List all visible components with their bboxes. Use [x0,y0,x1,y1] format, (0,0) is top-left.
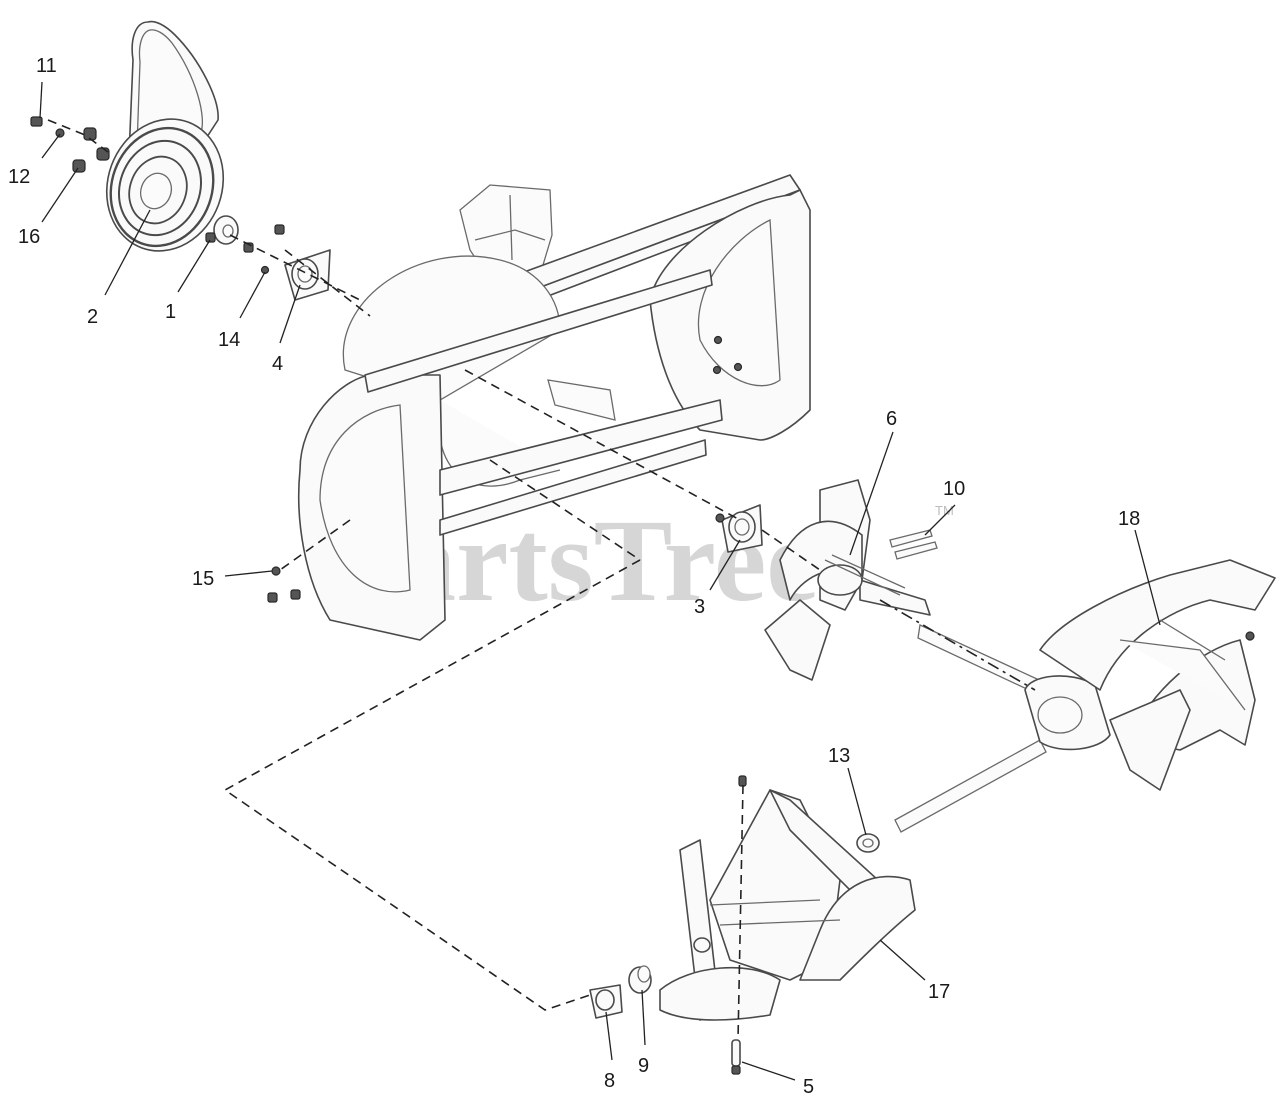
auger-left [589,775,916,1075]
callout-14: 14 [218,329,240,351]
pulley-assembly [30,20,331,301]
watermark-trademark: TM [935,503,954,518]
callout-4: 4 [272,353,283,375]
callout-1: 1 [165,301,176,323]
callout-17: 17 [928,981,950,1003]
callout-11: 11 [36,55,57,77]
callout-numbers: 11 12 16 2 1 14 4 6 10 18 15 3 13 17 8 9… [8,55,1140,1098]
auger-housing [297,174,811,641]
bearing-flange [715,504,763,553]
callout-6: 6 [886,408,897,430]
callout-12: 12 [8,166,30,188]
callout-16: 16 [18,226,40,248]
callout-5: 5 [803,1076,814,1098]
auger-right [894,559,1276,833]
impeller [764,479,938,681]
callout-8: 8 [604,1070,615,1092]
callout-2: 2 [87,306,98,328]
callout-10: 10 [943,478,965,500]
callout-9: 9 [638,1055,649,1077]
callout-15: 15 [192,568,214,590]
callout-18: 18 [1118,508,1140,530]
hardware-15 [267,566,301,603]
leader-lines [39,81,1161,1081]
assembly-lines [47,119,1036,1041]
callout-13: 13 [828,745,850,767]
callout-3: 3 [694,596,705,618]
